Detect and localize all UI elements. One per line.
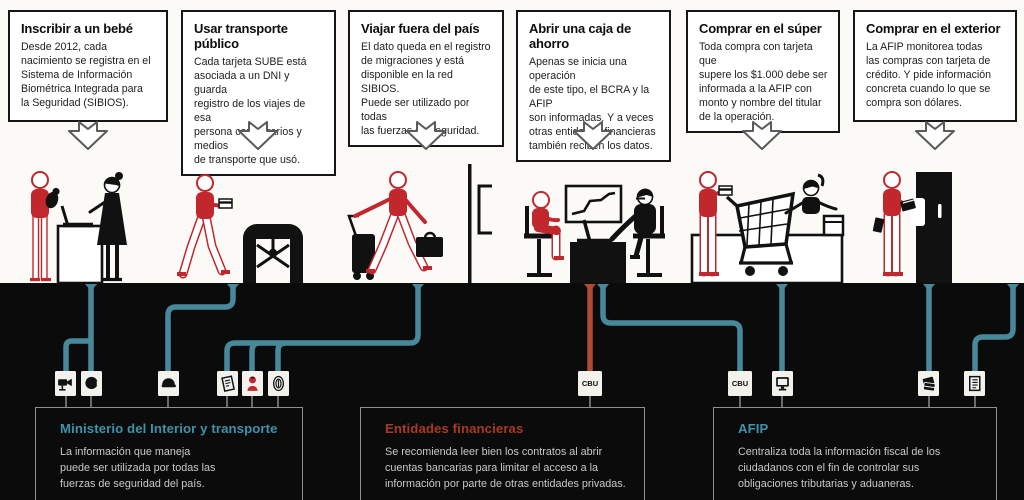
callout-transport: Usar transporte público Cada tarjeta SUB…	[181, 10, 336, 176]
suitcase	[352, 234, 375, 273]
agency-name: Ministerio del Interior y transporte	[60, 421, 278, 436]
callout-travel: Viajar fuera del país El dato queda en e…	[348, 10, 504, 147]
callout-title: Comprar en el súper	[699, 21, 822, 36]
briefcase	[416, 237, 443, 257]
shopping-cart	[734, 191, 796, 249]
agency-interior-ministry: Ministerio del Interior y transporte La …	[35, 407, 303, 500]
scene-birth-registration	[30, 171, 127, 283]
down-arrow-icon	[742, 121, 782, 150]
cash-register	[822, 214, 845, 237]
agency-financial-entities: Entidades financieras Se recomienda leer…	[360, 407, 645, 500]
down-arrow-icon	[915, 121, 955, 150]
registration-desk	[56, 224, 104, 283]
callout-body: Cada tarjeta SUBE está asociada a un DNI…	[194, 56, 307, 166]
cbu-tile: CBU	[728, 371, 752, 396]
tile-ticks	[65, 396, 976, 407]
pipe-funnel-marks	[85, 284, 1019, 291]
agency-body: Centraliza toda la información fiscal de…	[738, 446, 941, 491]
face-profile-icon	[81, 371, 102, 396]
callout-body: Desde 2012, cada nacimiento se registra …	[21, 41, 151, 109]
agency-body: Se recomienda leer bien los contratos al…	[385, 446, 626, 491]
down-arrow-icon	[406, 121, 446, 150]
cbu-label: CBU	[581, 379, 599, 388]
callout-supermarket: Comprar en el súper Toda compra con tarj…	[686, 10, 840, 133]
scene-supermarket	[690, 171, 845, 283]
scene-travel-abroad	[347, 164, 492, 283]
callout-title: Viajar fuera del país	[361, 21, 480, 36]
agency-name: Entidades financieras	[385, 421, 524, 436]
callout-body: Apenas se inicia una operación de este t…	[529, 56, 656, 152]
data-pipes	[63, 284, 1019, 407]
callout-body: La AFIP monitorea todas las compras con …	[866, 41, 992, 109]
laptop-icon	[582, 219, 592, 243]
cbu-tile: CBU	[578, 371, 602, 396]
scene-atm	[872, 171, 952, 283]
fingerprint-icon	[268, 371, 289, 396]
id-document-icon	[217, 371, 238, 396]
callout-body: El dato queda en el registro de migracio…	[361, 41, 491, 137]
callout-birth: Inscribir a un bebé Desde 2012, cada nac…	[8, 10, 168, 122]
chart-frame	[564, 184, 623, 224]
migration-gate	[468, 164, 472, 283]
scenes-illustration	[30, 164, 952, 283]
callout-body: Toda compra con tarjeta que supere los $…	[699, 41, 828, 123]
agency-name: AFIP	[738, 421, 769, 436]
callout-title: Inscribir a un bebé	[21, 21, 133, 36]
cashier-figure	[817, 173, 825, 187]
clerk-figure	[97, 193, 127, 245]
money-wallet	[900, 198, 916, 212]
credit-cards-icon	[918, 371, 939, 396]
down-arrow-icon	[573, 121, 613, 150]
ledger-icon	[964, 371, 985, 396]
atm-machine	[916, 172, 952, 283]
bank-desk	[570, 242, 626, 283]
monitor-icon	[772, 371, 793, 396]
laptop-icon	[60, 205, 70, 227]
callout-title: Usar transporte público	[194, 21, 288, 51]
agency-afip: AFIP Centraliza toda la información fisc…	[713, 407, 997, 500]
person-photo-icon	[242, 371, 263, 396]
baby-figure	[45, 191, 59, 209]
callout-title: Abrir una caja de ahorro	[529, 21, 632, 51]
agency-body: La información que maneja puede ser util…	[60, 446, 216, 491]
turnstile	[243, 224, 303, 283]
data-flow-region: CBU CBU Ministerio del Interior y transp…	[0, 283, 1024, 500]
down-arrow-icon	[238, 121, 278, 150]
down-arrow-icon	[68, 121, 108, 150]
surveillance-camera-icon	[55, 371, 76, 396]
scene-public-transport	[177, 174, 303, 283]
transport-cap-icon	[158, 371, 179, 396]
callout-title: Comprar en el exterior	[866, 21, 1001, 36]
scene-bank	[524, 184, 665, 283]
cbu-label: CBU	[731, 379, 749, 388]
callout-abroad: Comprar en el exterior La AFIP monitorea…	[853, 10, 1017, 122]
